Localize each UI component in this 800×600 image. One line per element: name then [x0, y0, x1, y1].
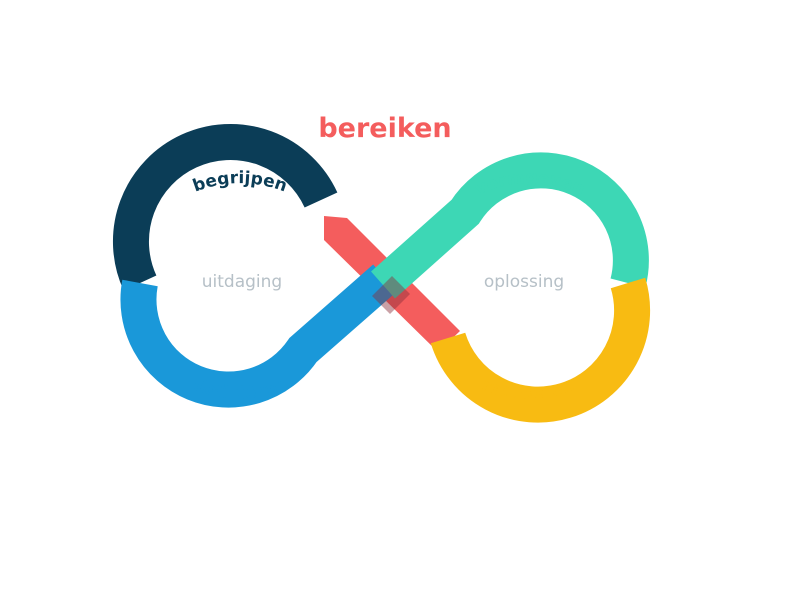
segment-begrijpen: [112, 123, 338, 291]
segment-vormgeven: [371, 152, 649, 299]
diagram-title: bereiken: [318, 113, 451, 144]
arrow-crossing-shade: [372, 276, 410, 314]
center-right-label: oplossing: [484, 272, 564, 292]
segment-definieren: [120, 264, 397, 408]
segment-realiseren: [430, 277, 651, 423]
center-left-label: uitdaging: [202, 272, 282, 292]
